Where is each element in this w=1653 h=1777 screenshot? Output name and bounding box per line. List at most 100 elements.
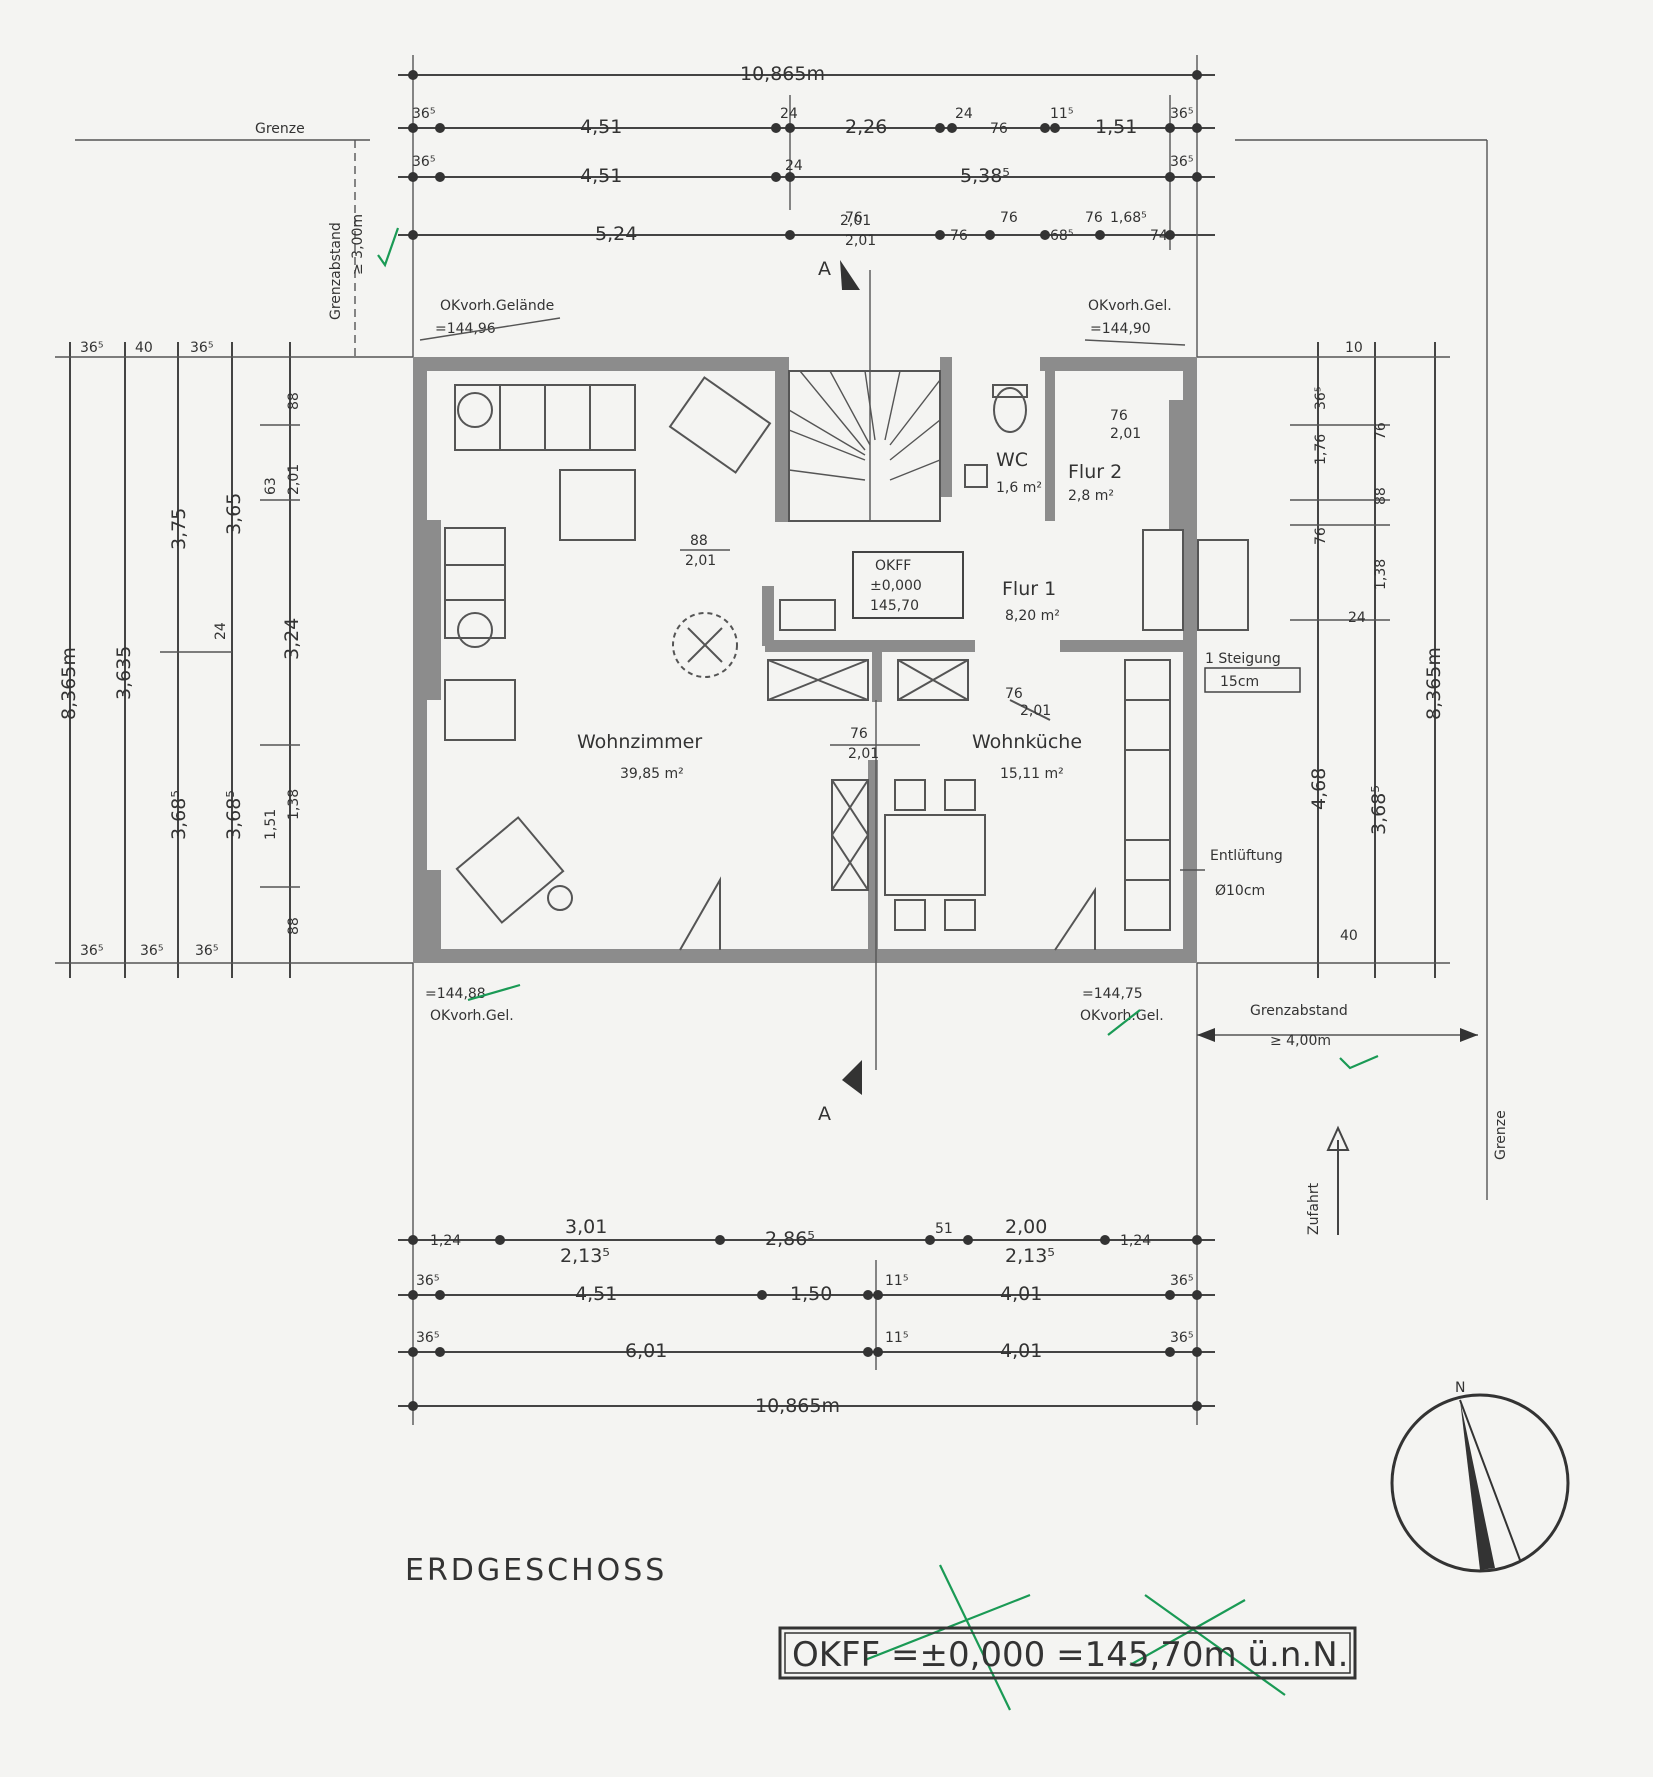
room-wohnzimmer-area: 39,85 m² xyxy=(620,766,684,782)
dim-top-r1-1: 4,51 xyxy=(580,116,622,138)
dim-bottom-r2-4: 4,01 xyxy=(1000,1283,1042,1305)
dim-top-r3-6: 1,68⁵ xyxy=(1110,210,1147,226)
dim-right-v1: 36⁵ xyxy=(1313,387,1329,410)
grenzabstand-right-value: ≥ 4,00m xyxy=(1270,1033,1331,1049)
stair-label-3: 2,01 xyxy=(845,233,876,249)
dim-left-v0: 36⁵ xyxy=(80,340,103,356)
grenzabstand-left-value: ≥ 3,00m xyxy=(350,214,366,275)
room-wohnkueche-name: Wohnküche xyxy=(972,731,1082,753)
section-label-top: A xyxy=(818,258,831,280)
dim-left-v12: 36⁵ xyxy=(195,943,218,959)
steigung-label: 1 Steigung xyxy=(1205,651,1281,667)
dim-right-v10: 40 xyxy=(1340,928,1358,944)
dim-left-v18: 63 xyxy=(263,477,279,495)
dim-left-v8: 24 xyxy=(213,622,229,640)
dim-bottom-r2-2: 1,50 xyxy=(790,1283,832,1305)
dim-left-v10: 36⁵ xyxy=(80,943,103,959)
dim-top-r3-4: 68⁵ xyxy=(1050,228,1073,244)
dim-top-r2-3: 5,38⁵ xyxy=(960,165,1010,187)
room-flur2-area: 2,8 m² xyxy=(1068,488,1114,504)
dim-bottom-r1-5: 2,00 xyxy=(1005,1216,1047,1238)
dim-left-v15: 88 xyxy=(286,917,302,935)
door-label-1: 2,01 xyxy=(848,746,879,762)
dim-top-r2-4: 36⁵ xyxy=(1170,154,1193,170)
dim-bottom-r3-2: 11⁵ xyxy=(885,1330,908,1346)
dim-bottom-r1-6: 2,13⁵ xyxy=(1005,1245,1055,1267)
dim-right-overall: 8,365m xyxy=(1423,647,1445,720)
gelaende-bl-label: OKvorh.Gel. xyxy=(430,1008,514,1024)
room-wc-name: WC xyxy=(996,449,1028,471)
stair-label-1: 2,01 xyxy=(685,553,716,569)
dim-right-v8: 4,68 xyxy=(1308,768,1330,810)
room-flur1-area: 8,20 m² xyxy=(1005,608,1060,624)
dim-bottom-r2-0: 36⁵ xyxy=(416,1273,439,1289)
dim-bottom-r1-0: 1,24 xyxy=(430,1233,461,1249)
entlueftung-label: Entlüftung xyxy=(1210,848,1283,864)
side-notes: 1 Steigung 15cm Entlüftung Ø10cm Zufahrt xyxy=(1180,651,1350,1235)
okff-center-l3: 145,70 xyxy=(870,598,919,614)
dim-bottom-r1-2: 2,13⁵ xyxy=(560,1245,610,1267)
dim-left-v1: 40 xyxy=(135,340,153,356)
dim-right-v9: 3,68⁵ xyxy=(1368,785,1390,835)
dim-top-r3-1: 2,01 xyxy=(840,213,871,229)
section-line-a: A A xyxy=(818,258,877,1125)
dim-top-r1-7: 1,51 xyxy=(1095,116,1137,138)
dim-left-v16: 1,38 xyxy=(286,789,302,820)
dim-bottom-r2-5: 36⁵ xyxy=(1170,1273,1193,1289)
dim-bottom-r3-0: 36⁵ xyxy=(416,1330,439,1346)
dim-left-v6: 3,68⁵ xyxy=(168,790,190,840)
dim-top-r2-0: 36⁵ xyxy=(412,154,435,170)
dim-left-v11: 36⁵ xyxy=(140,943,163,959)
grenzabstand-left-label: Grenzabstand xyxy=(328,222,344,320)
grenze-top-label: Grenze xyxy=(255,121,305,137)
dim-top-r1-4: 24 xyxy=(955,106,973,122)
dim-bottom-r3-3: 4,01 xyxy=(1000,1340,1042,1362)
door-label-4: 76 xyxy=(1110,408,1128,424)
room-wohnzimmer-name: Wohnzimmer xyxy=(577,731,702,753)
dim-left-v2: 36⁵ xyxy=(190,340,213,356)
staircase xyxy=(788,300,941,522)
section-label-bottom: A xyxy=(818,1103,831,1125)
dim-left-v14: 88 xyxy=(286,392,302,410)
grenzabstand-right-label: Grenzabstand xyxy=(1250,1003,1348,1019)
dim-top-r3-0: 5,24 xyxy=(595,223,637,245)
dim-right-v3: 1,76 xyxy=(1313,434,1329,465)
boundary-lines: Grenze Grenze Grenzabstand ≥ 3,00m Grenz… xyxy=(75,121,1509,1200)
okff-reference-box: OKFF =±0,000 =145,70m ü.n.N. xyxy=(778,1626,1357,1680)
okff-center-l2: ±0,000 xyxy=(870,578,922,594)
dim-bottom-r1-1: 3,01 xyxy=(565,1216,607,1238)
okff-reference-text: OKFF =±0,000 =145,70m ü.n.N. xyxy=(792,1635,1348,1675)
zufahrt-label: Zufahrt xyxy=(1306,1182,1322,1235)
room-labels: Wohnzimmer 39,85 m² Wohnküche 15,11 m² W… xyxy=(577,449,1122,782)
dim-left-v17: 1,51 xyxy=(263,809,279,840)
door-label-0: 76 xyxy=(850,726,868,742)
dim-top-r1-8: 36⁵ xyxy=(1170,106,1193,122)
grenze-right-label: Grenze xyxy=(1493,1110,1509,1160)
stair-label-0: 88 xyxy=(690,533,708,549)
dim-bottom-r1-4: 51 xyxy=(935,1221,953,1237)
room-wc-area: 1,6 m² xyxy=(996,480,1042,496)
dim-right-v2: 76 xyxy=(1373,422,1389,440)
gelaende-bl-value: =144,88 xyxy=(425,986,486,1002)
okff-center-l1: OKFF xyxy=(875,558,911,574)
furniture xyxy=(444,376,1249,951)
dim-right-v4: 88 xyxy=(1373,487,1389,505)
dim-bottom-r1-3: 2,86⁵ xyxy=(765,1228,815,1250)
dim-right-v7: 24 xyxy=(1348,610,1366,626)
interior-walls xyxy=(762,357,1183,950)
dim-left-v4: 3,635 xyxy=(113,646,135,700)
dim-top-r1-5: 76 xyxy=(990,121,1008,137)
dim-left-v7: 3,68⁵ xyxy=(223,790,245,840)
door-label-5: 2,01 xyxy=(1110,426,1141,442)
dim-bottom-r3-4: 36⁵ xyxy=(1170,1330,1193,1346)
gelaende-tl-value: =144,96 xyxy=(435,321,496,337)
dim-bottom-overall: 10,865m xyxy=(755,1395,840,1417)
room-flur1-name: Flur 1 xyxy=(1002,578,1056,600)
dim-bottom-r3-1: 6,01 xyxy=(625,1340,667,1362)
dim-top-r3-5: 76 xyxy=(1085,210,1103,226)
bottom-dimensions: 1,24 3,01 2,13⁵ 2,86⁵ 51 2,00 2,13⁵ 1,24… xyxy=(398,963,1215,1425)
dim-top-r3-3: 76 xyxy=(1000,210,1018,226)
entlueftung-value: Ø10cm xyxy=(1215,883,1265,899)
dim-left-v13: 2,01 xyxy=(286,464,302,495)
